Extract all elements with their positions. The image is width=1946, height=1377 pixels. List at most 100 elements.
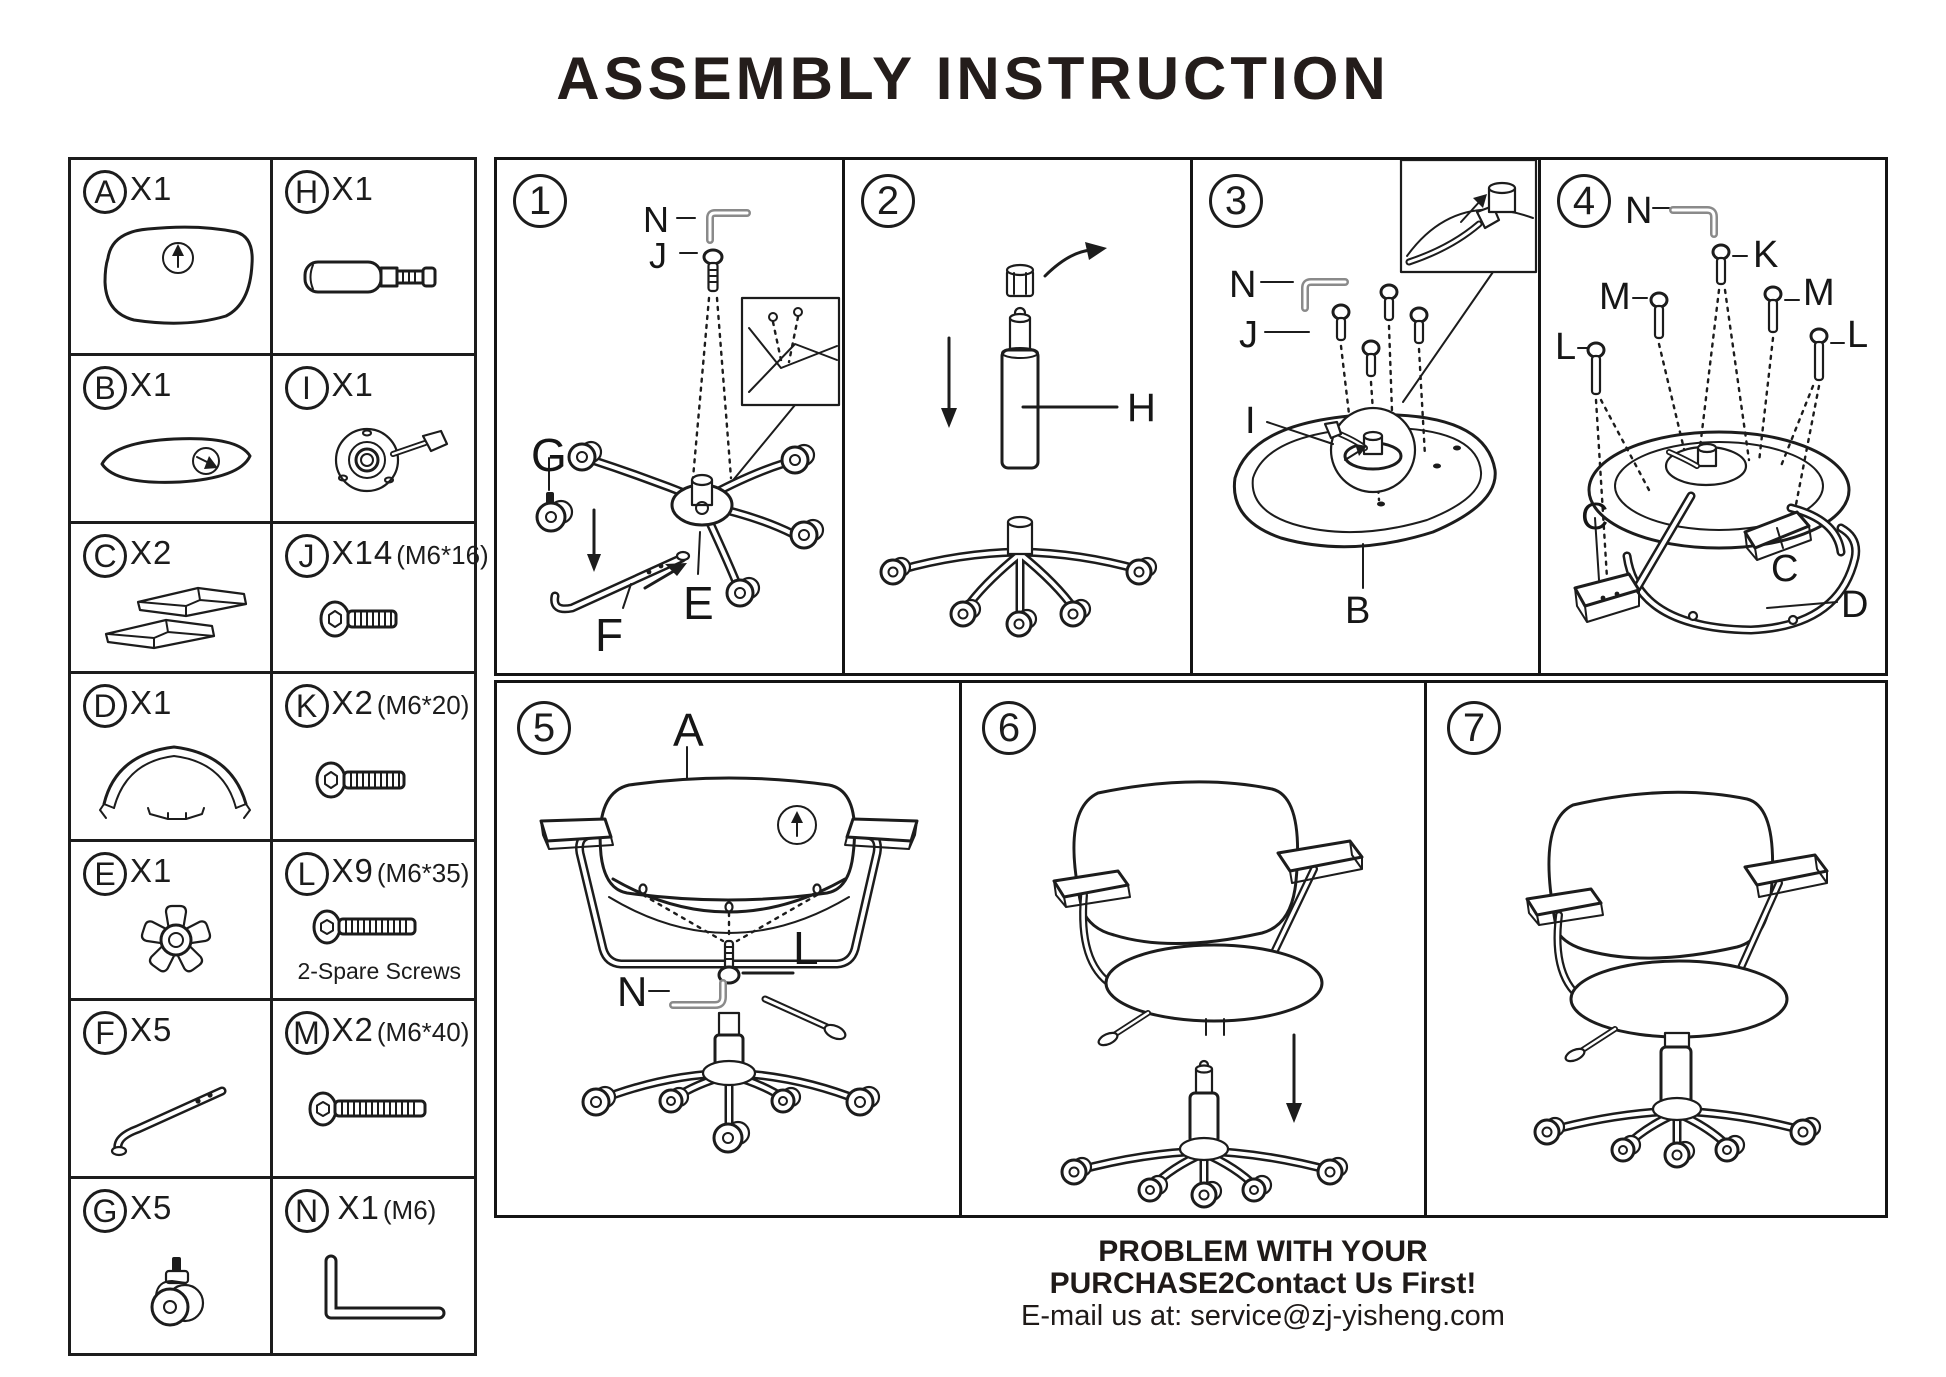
screw-m-right [1757, 285, 1800, 464]
part-qty-h: X1 [331, 170, 374, 207]
step-5-label-l: L [793, 922, 819, 974]
caster [845, 1085, 881, 1117]
caster [789, 518, 825, 550]
armrest-pad-left [1052, 869, 1131, 908]
caster [1663, 1140, 1696, 1169]
step-4-label-l-left: L [1555, 326, 1577, 368]
caster [1241, 1174, 1273, 1203]
step-1-label-n: N [643, 199, 669, 240]
step-3-label-n: N [1229, 264, 1257, 306]
part-qty-k: X2 [331, 684, 374, 721]
part-f-leg-icon [111, 1086, 227, 1157]
screw-j [1379, 283, 1399, 442]
footer-contact: PROBLEM WITH YOUR PURCHASE2Contact Us Fi… [963, 1236, 1563, 1333]
caster [1789, 1116, 1822, 1146]
step-5-label-n: N [617, 968, 648, 1015]
part-g-caster-icon [150, 1257, 205, 1327]
part-letter-h: H [284, 170, 329, 214]
step-6-illustration [1052, 780, 1364, 1209]
part-size-l: (M6*35) [376, 858, 470, 888]
footer-line-2: PURCHASE2Contact Us First! [1049, 1267, 1477, 1300]
footer-line-1: PROBLEM WITH YOUR [1098, 1235, 1428, 1268]
screw-l-left [1577, 341, 1651, 580]
caster [1316, 1156, 1349, 1186]
part-letter-l: L [284, 852, 329, 896]
step-4-number: 4 [1557, 174, 1611, 228]
step-4-label-c-right: C [1771, 548, 1799, 590]
step-3-label-i: I [1245, 400, 1256, 442]
step-5-number: 5 [517, 701, 571, 755]
step-1-label-g: G [531, 429, 567, 481]
caster [1610, 1134, 1642, 1163]
caster [1125, 556, 1158, 586]
step-4-label-d: D [1841, 584, 1869, 626]
screw-m-left [1632, 291, 1691, 472]
step-5-illustration [539, 746, 919, 1154]
part-qty-i: X1 [331, 366, 374, 403]
caster [879, 556, 912, 586]
caster-g [535, 499, 574, 533]
step-7-number: 7 [1447, 701, 1501, 755]
part-qty-g: X5 [130, 1189, 173, 1226]
step-4-label-k: K [1753, 234, 1779, 276]
caster [1533, 1116, 1566, 1146]
part-size-m: (M6*40) [376, 1017, 470, 1047]
part-l-screw-icon [312, 909, 417, 945]
armrest-pad-left [539, 817, 614, 850]
footer-email: E-mail us at: service@zj-yisheng.com [1021, 1300, 1505, 1332]
caster [1060, 1156, 1093, 1186]
screw-l-right [1779, 327, 1845, 522]
part-letter-j: J [284, 534, 329, 578]
step-3-panel: 3 N J I B [1190, 157, 1541, 676]
step-4-label-m-left: M [1599, 276, 1631, 318]
page-title: ASSEMBLY INSTRUCTION [556, 45, 1390, 112]
part-qty-j: X14 [331, 534, 394, 571]
step-4-label-l-right: L [1847, 314, 1869, 356]
armrest-pad-right [1276, 839, 1364, 884]
part-size-n: (M6) [382, 1195, 437, 1225]
caster [581, 1085, 617, 1117]
step-2-illustration [879, 242, 1158, 638]
step-2-panel: 2 H [842, 157, 1193, 676]
part-qty-n: X1 [337, 1189, 380, 1226]
part-e-hub-icon [141, 904, 212, 973]
part-qty-c: X2 [130, 534, 173, 571]
part-a-backrest-icon [103, 225, 254, 325]
step-4-label-m-right: M [1803, 272, 1835, 314]
step-2-label-h: H [1127, 386, 1156, 430]
step-5-label-a: A [673, 704, 704, 756]
step-7-panel: 7 [1424, 680, 1888, 1218]
screw-j [1409, 306, 1429, 458]
screw-k [1697, 243, 1751, 462]
caster [1137, 1174, 1169, 1203]
part-letter-d: D [83, 684, 127, 728]
caster [712, 1120, 751, 1154]
part-n-allen-key-icon [324, 1254, 446, 1320]
caster [725, 576, 761, 608]
step-6-panel: 6 [959, 680, 1427, 1218]
caster [770, 1086, 802, 1114]
part-j-screw-icon [319, 600, 398, 638]
part-qty-m: X2 [331, 1011, 374, 1048]
step-4-label-c-left: C [1581, 496, 1609, 538]
part-qty-d: X1 [130, 684, 173, 721]
armrest-pad-right [844, 817, 919, 850]
step-1-illustration [535, 209, 841, 614]
screw-j [1331, 303, 1355, 450]
step-1-label-e: E [683, 577, 714, 629]
caster [949, 598, 982, 628]
step-7-illustration [1525, 790, 1829, 1169]
part-k-screw-icon [315, 761, 406, 799]
